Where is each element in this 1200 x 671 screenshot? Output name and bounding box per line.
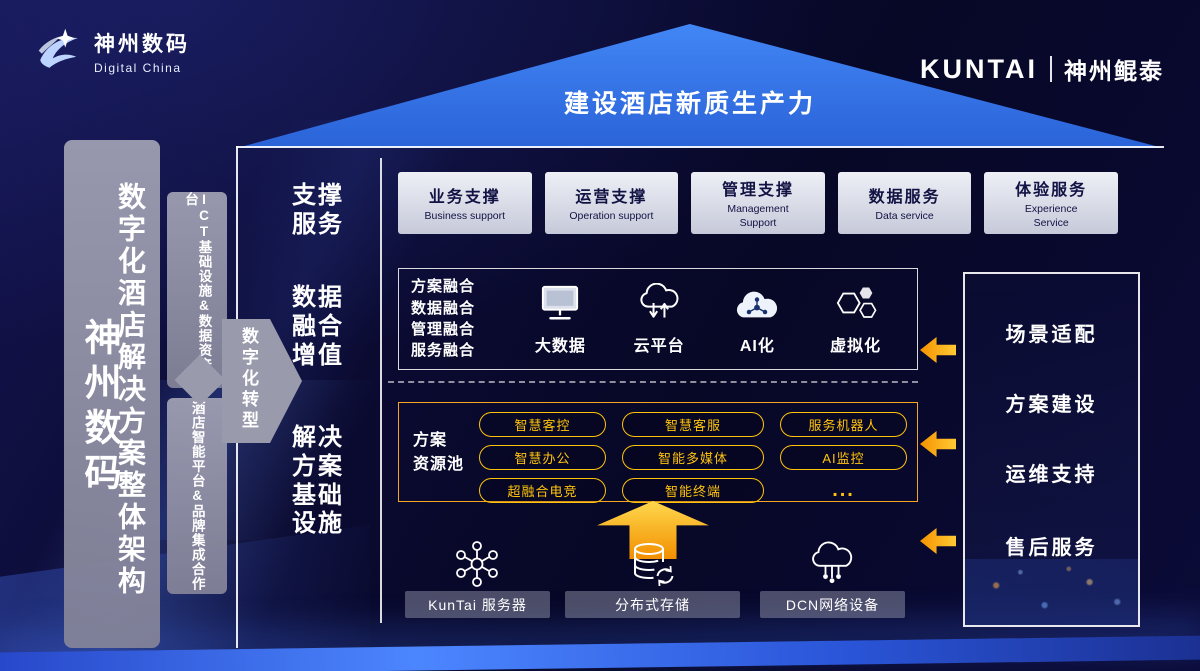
roof-title: 建设酒店新质生产力 <box>563 90 816 118</box>
kuntai-name-cn: 神州鲲泰 <box>1064 58 1164 84</box>
support-box-business: 业务支撑 Business support <box>398 172 532 234</box>
service-panel: 场景适配 方案建设 运维支持 售后服务 <box>963 272 1140 627</box>
capability-label: AI化 <box>739 337 775 355</box>
support-box-en: Business support <box>424 209 506 222</box>
support-box-management: 管理支撑 Management Support <box>691 172 825 234</box>
connector-arrow-icon <box>920 337 956 363</box>
digital-china-name-cn: 神州数码 <box>94 33 190 56</box>
fusion-type: 方案融合 <box>411 278 476 296</box>
fusion-type-list: 方案融合 数据融合 管理融合 服务融合 <box>411 276 497 361</box>
pool-item: 智慧客控 <box>479 412 606 437</box>
server-cluster-icon <box>451 538 503 590</box>
digital-china-name-en: Digital China <box>94 61 182 75</box>
big-data-monitor-icon <box>537 283 583 328</box>
connector-arrow-icon <box>920 528 956 554</box>
support-box-en: Experience Service <box>1024 203 1078 229</box>
fusion-type: 服务融合 <box>411 342 476 360</box>
support-box-data: 数据服务 Data service <box>837 172 972 234</box>
support-row-label: 支撑服务 <box>292 182 344 238</box>
distributed-storage-icon <box>626 538 678 590</box>
support-box-en: Management Support <box>727 203 789 229</box>
hardware-label-storage: 分布式存储 <box>565 591 740 618</box>
hotel-platform-label: 酒店智能平台&品牌集成合作 <box>189 401 205 591</box>
hotel-platform-box: 酒店智能平台&品牌集成合作 <box>167 398 227 594</box>
ai-cloud-icon <box>732 285 782 328</box>
digital-china-logo-text: 神州数码 Digital China <box>94 28 190 75</box>
support-box-cn: 运营支撑 <box>575 188 648 206</box>
support-box-cn: 管理支撑 <box>721 182 794 200</box>
pool-label: 方案 资源池 <box>413 432 465 473</box>
capability-ai: AI化 <box>732 285 782 356</box>
support-box-cn: 体验服务 <box>1015 182 1088 200</box>
support-box-cn: 业务支撑 <box>428 188 501 206</box>
pool-item: 智慧办公 <box>479 445 606 470</box>
pool-item: 服务机器人 <box>780 412 907 437</box>
pool-item: AI监控 <box>780 445 907 470</box>
capability-icons-row: 大数据 云平台 <box>511 282 905 356</box>
logo-divider <box>1050 56 1052 82</box>
service-item-build: 方案建设 <box>1005 394 1098 416</box>
service-item-scene: 场景适配 <box>1005 324 1098 346</box>
pool-item: 智慧客服 <box>621 412 765 437</box>
hardware-label-network: DCN网络设备 <box>760 591 905 618</box>
fusion-type: 管理融合 <box>411 321 476 338</box>
support-box-operation: 运营支撑 Operation support <box>544 172 679 234</box>
capability-virtualization: 虚拟化 <box>830 283 881 356</box>
connector-arrow-icon <box>920 431 956 457</box>
service-item-ops: 运维支持 <box>1005 464 1098 486</box>
capability-label: 虚拟化 <box>830 337 882 355</box>
digital-china-logo: 神州数码 Digital China <box>34 24 190 79</box>
support-box-en: Operation support <box>569 209 654 222</box>
virtualization-hexagon-icon <box>832 283 880 328</box>
kuntai-logo: KUNTAI 神州鲲泰 <box>920 52 1164 86</box>
cloud-transfer-icon <box>635 282 683 328</box>
capability-bigdata: 大数据 <box>535 283 586 356</box>
capability-label: 云平台 <box>633 337 685 355</box>
network-device-icon <box>806 540 858 592</box>
pool-item: 超融合电竞 <box>479 478 606 503</box>
ict-platform-label: ICT基础设施&数据资产平台 <box>183 192 212 387</box>
data-fusion-box: 方案融合 数据融合 管理融合 服务融合 大数据 <box>398 268 918 370</box>
brand-vertical-text: 神州数码 <box>79 318 120 498</box>
support-box-en: Data service <box>875 209 934 222</box>
pool-item: 智能终端 <box>621 478 765 503</box>
solution-pool-box: 方案 资源池 智慧客控 智慧客服 服务机器人 智慧办公 智能多媒体 AI监控 超… <box>398 402 918 503</box>
solution-row-label: 解决方案基础设施 <box>292 424 344 538</box>
ict-platform-box: ICT基础设施&数据资产平台 <box>167 192 227 388</box>
digital-china-swoosh-icon <box>34 24 84 79</box>
architecture-title: 数字化酒店解决方案整体架构 <box>115 182 146 598</box>
frame-line-top <box>236 146 1164 148</box>
architecture-title-bar: 数字化酒店解决方案整体架构 神州数码 <box>64 140 160 648</box>
pool-item: 智能多媒体 <box>621 445 765 470</box>
kuntai-brand-text: KUNTAI <box>920 53 1038 84</box>
capability-cloud: 云平台 <box>633 282 685 356</box>
capability-label: 大数据 <box>534 337 586 355</box>
panel-photo-texture <box>965 559 1138 625</box>
support-box-cn: 数据服务 <box>868 188 941 206</box>
transform-arrow-label: 数字化转型 <box>239 327 258 432</box>
frame-line-label-separator <box>380 158 382 623</box>
bottom-light-band <box>0 635 1200 671</box>
pool-more-indicator: ... <box>832 479 855 501</box>
support-box-experience: 体验服务 Experience Service <box>984 172 1118 234</box>
fusion-type: 数据融合 <box>411 299 476 317</box>
fusion-row-label: 数据融合增值 <box>292 284 344 369</box>
support-services-row: 业务支撑 Business support 运营支撑 Operation sup… <box>398 172 1118 234</box>
service-item-aftersale: 售后服务 <box>1005 537 1098 559</box>
dashed-separator <box>388 381 918 383</box>
pool-grid: 智慧客控 智慧客服 服务机器人 智慧办公 智能多媒体 AI监控 超融合电竞 智能… <box>479 412 907 503</box>
hardware-label-server: KunTai 服务器 <box>405 591 550 618</box>
